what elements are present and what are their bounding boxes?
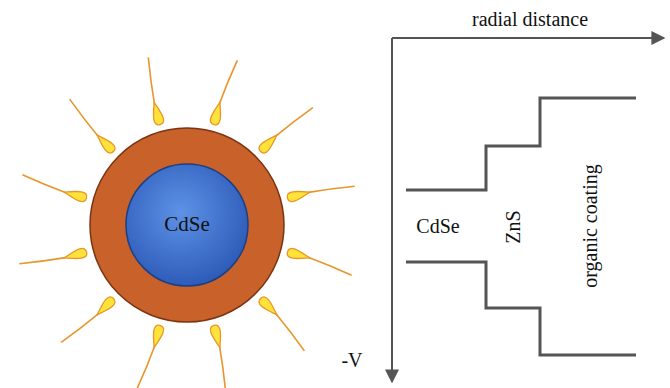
ligand [137,324,165,388]
ligand-tail [220,59,238,105]
ligand-tail [309,180,355,198]
core-circle: CdSe [125,163,249,287]
axis-label: radial distance [472,8,588,30]
ligand-tail [137,345,155,388]
ligand-head [209,324,224,349]
ligand-tail [142,57,160,103]
node-label: CdSe [164,213,210,236]
ligand-head [257,132,280,155]
ligand-tail [21,175,67,193]
y-axis [391,38,393,382]
region-label: CdSe [416,215,459,237]
core-shape [126,164,248,286]
ligand-head [94,132,117,155]
ligand-tail [307,258,353,276]
zns-shell [90,128,284,322]
ligand [62,99,118,155]
ligand-head [150,324,165,349]
axis-label: -V [341,349,362,371]
ligand-head [150,101,165,126]
ligand [257,100,313,156]
ligand [208,324,236,388]
ligand-head [63,247,88,262]
ligand-head [209,101,224,126]
ligand-tail [19,252,65,270]
ligand-head [94,295,117,318]
ligand-tail [65,99,102,136]
ligand [256,295,312,351]
ligand-tail [276,103,313,140]
region-label: ZnS [502,210,524,243]
ligand-tail [61,310,98,347]
conduction-band-line [406,98,636,190]
ligand-group [19,57,354,388]
ligand [20,175,88,203]
x-axis [392,37,664,39]
ligand [286,176,354,204]
ligand [19,246,87,274]
ligand [286,247,354,275]
ligand [138,57,166,125]
ligand-head [257,295,280,318]
region-label: organic coating [579,164,601,287]
ligand-head [63,188,88,203]
ligand-tail [272,314,309,351]
ligand-head [286,188,311,203]
ligand [209,58,237,126]
ligand-tail [214,347,232,388]
ligand-head [286,247,311,262]
valence-band-line [406,262,636,355]
ligand [61,294,117,350]
